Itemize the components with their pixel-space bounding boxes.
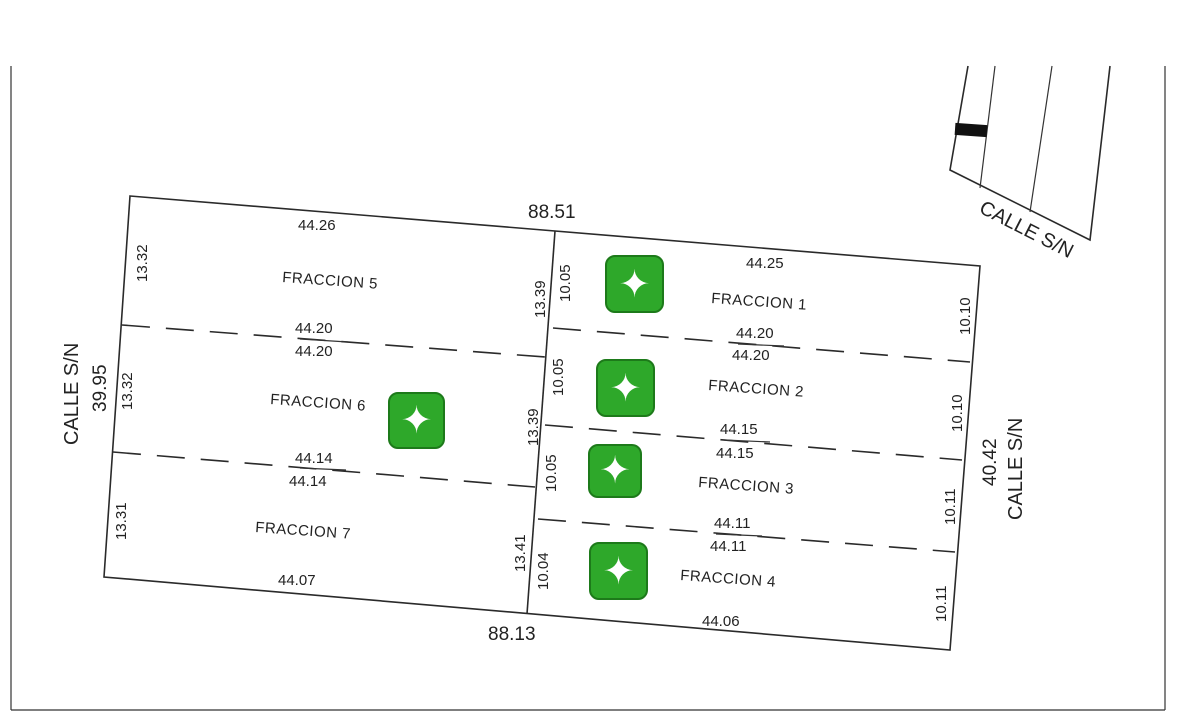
- dim-div-6-7-b: 44.14: [289, 473, 327, 490]
- division-6-7: [112, 451, 536, 488]
- dim-mid-right-2: 10.05: [550, 358, 567, 396]
- street-label-right: CALLE S/N: [1005, 418, 1027, 520]
- dim-right-side-4: 10.11: [933, 586, 950, 622]
- dim-div-1-2-b: 44.20: [732, 347, 770, 364]
- dim-div-2-3-b: 44.15: [716, 445, 754, 462]
- sparkle-icon[interactable]: ✦: [388, 392, 445, 449]
- division-2-3: [544, 424, 963, 461]
- parcel-boundary: [103, 195, 981, 651]
- dim-left-side-5: 13.32: [134, 244, 151, 282]
- fraction-label-1: FRACCION 1: [711, 290, 808, 314]
- frontage-left-total: 39.95: [90, 364, 111, 412]
- dim-div-2-3-a: 44.15: [720, 421, 758, 438]
- frontage-top-total: 88.51: [528, 202, 576, 223]
- street-label-left: CALLE S/N: [61, 343, 83, 445]
- dim-top-left: 44.26: [298, 217, 336, 234]
- dim-div-5-6-b: 44.20: [295, 343, 333, 360]
- svg-text:✦: ✦: [603, 549, 635, 593]
- dim-left-side-7: 13.31: [113, 502, 130, 540]
- dim-div-3-4-b: 44.11: [710, 538, 746, 555]
- dim-mid-right-1: 10.05: [557, 264, 574, 302]
- dim-mid-right-4: 10.04: [535, 552, 552, 590]
- division-5-6: [121, 324, 546, 358]
- svg-text:✦: ✦: [610, 366, 642, 410]
- fraction-label-2: FRACCION 2: [708, 377, 805, 401]
- dim-div-5-6-a: 44.20: [295, 320, 333, 337]
- division-3-4: [537, 518, 956, 553]
- fraction-label-3: FRACCION 3: [698, 474, 795, 498]
- frontage-bottom-total: 88.13: [488, 624, 536, 645]
- dim-top-right: 44.25: [746, 255, 784, 272]
- dim-mid-left-5: 13.39: [532, 280, 549, 318]
- dim-mid-right-3: 10.05: [543, 454, 560, 492]
- svg-text:✦: ✦: [619, 262, 651, 306]
- dim-bottom-right: 44.06: [702, 613, 740, 630]
- dim-div-6-7-a: 44.14: [295, 450, 333, 467]
- sparkle-icon[interactable]: ✦: [588, 444, 642, 498]
- dim-mid-left-6: 13.39: [525, 408, 542, 446]
- fraction-label-5: FRACCION 5: [282, 269, 379, 293]
- dim-mid-left-7: 13.41: [512, 534, 529, 572]
- sparkle-icon[interactable]: ✦: [589, 542, 648, 600]
- fraction-label-6: FRACCION 6: [270, 391, 367, 415]
- street-label-top-right: CALLE S/N: [976, 197, 1077, 263]
- central-division: [526, 230, 556, 615]
- fraction-label-7: FRACCION 7: [255, 519, 352, 543]
- sparkle-icon[interactable]: ✦: [596, 359, 655, 417]
- dim-right-side-2: 10.10: [949, 394, 966, 432]
- division-1-2: [552, 327, 971, 363]
- dim-div-1-2-a: 44.20: [736, 325, 774, 342]
- dim-right-side-3: 10.11: [942, 489, 959, 525]
- frontage-right-total: 40.42: [980, 438, 1001, 486]
- svg-text:✦: ✦: [401, 398, 433, 442]
- dim-div-3-4-a: 44.11: [714, 515, 750, 532]
- sparkle-icon[interactable]: ✦: [605, 255, 664, 313]
- dim-right-side-1: 10.10: [957, 297, 974, 335]
- svg-text:✦: ✦: [599, 448, 631, 492]
- neighbor-block: [949, 65, 1111, 242]
- dim-bottom-left: 44.07: [278, 572, 316, 589]
- fraction-label-4: FRACCION 4: [680, 567, 777, 591]
- dim-left-side-6: 13.32: [119, 372, 136, 410]
